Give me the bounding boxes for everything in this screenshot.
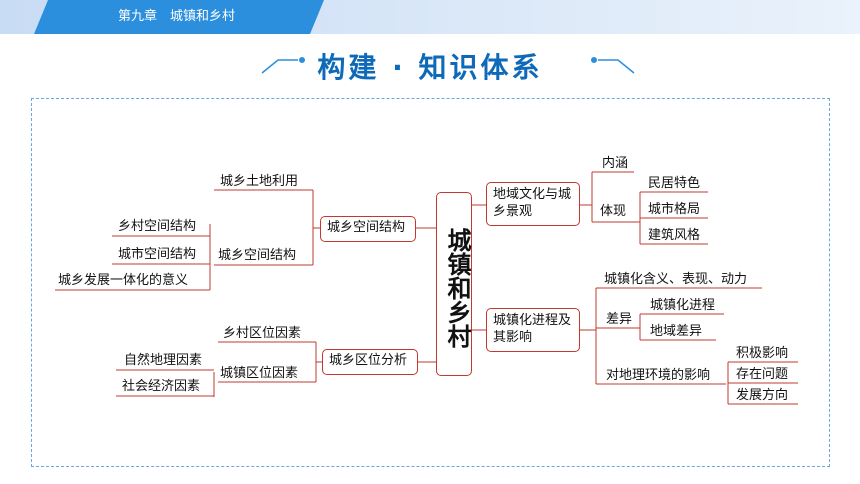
positive-impact-label: 积极影响 xyxy=(736,346,789,361)
chapter-tab xyxy=(34,0,324,34)
development-direction-label: 发展方向 xyxy=(736,388,789,403)
center-node xyxy=(436,192,472,376)
urbanization-process-label: 城镇化进程 xyxy=(650,298,716,313)
connotation-label: 内涵 xyxy=(602,156,629,171)
culture-box xyxy=(486,182,580,226)
rural-spatial-label: 乡村空间结构 xyxy=(118,219,197,234)
spatial-structure-sub-label: 城乡空间结构 xyxy=(218,248,297,263)
mindmap-frame xyxy=(31,98,830,467)
urban-spatial-label: 城市空间结构 xyxy=(118,247,197,262)
town-factors-label: 城镇区位因素 xyxy=(220,366,299,381)
urbanization-box xyxy=(486,308,580,352)
difference-label: 差异 xyxy=(606,312,633,327)
integration-meaning-label: 城乡发展一体化的意义 xyxy=(58,273,189,288)
page-title: 构建 · 知识体系 xyxy=(317,51,543,84)
land-use-label: 城乡土地利用 xyxy=(220,174,299,189)
culture-label: 地域文化与城乡景观 xyxy=(493,187,572,219)
urbanization-label: 城镇化进程及其影响 xyxy=(493,313,572,345)
dwelling-label: 民居特色 xyxy=(648,176,701,191)
environment-impact-label: 对地理环境的影响 xyxy=(606,368,711,383)
center-label: 城镇和乡村 xyxy=(443,228,471,348)
spatial-structure-box xyxy=(320,216,416,242)
socioeconomic-factors-label: 社会经济因素 xyxy=(122,379,201,394)
rural-factors-label: 乡村区位因素 xyxy=(223,326,302,341)
city-pattern-label: 城市格局 xyxy=(648,202,701,217)
regional-difference-label: 地域差异 xyxy=(650,324,703,339)
location-analysis-box xyxy=(322,349,418,375)
embody-label: 体现 xyxy=(600,204,627,219)
location-analysis-label: 城乡区位分析 xyxy=(329,353,408,368)
natural-factors-label: 自然地理因素 xyxy=(124,353,203,368)
title-decoration xyxy=(261,57,635,74)
urbanization-meaning-label: 城镇化含义、表现、动力 xyxy=(604,272,748,287)
existing-problems-label: 存在问题 xyxy=(736,367,789,382)
chapter-label: 第九章 城镇和乡村 xyxy=(118,9,236,24)
architecture-label: 建筑风格 xyxy=(648,228,701,243)
spatial-structure-label: 城乡空间结构 xyxy=(327,220,406,235)
